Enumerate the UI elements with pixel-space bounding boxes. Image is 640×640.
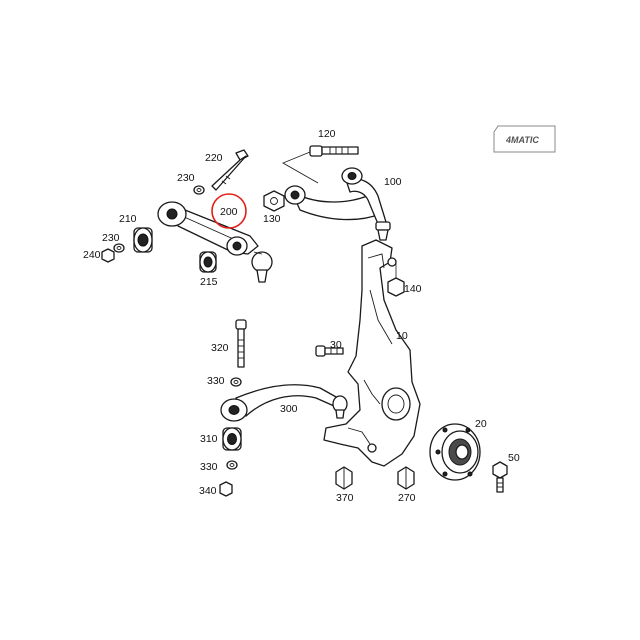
callout-140: 140 [404, 283, 422, 295]
part-330-washer-upper [230, 377, 242, 387]
part-270-nut [397, 466, 415, 490]
callout-50: 50 [508, 452, 520, 464]
callout-310: 310 [200, 433, 218, 445]
callout-330-lower: 330 [200, 461, 218, 473]
part-130-nut [263, 190, 285, 212]
callout-200: 200 [220, 206, 238, 218]
part-220-bolt [211, 149, 249, 191]
callout-215: 215 [200, 276, 218, 288]
part-140-nut [387, 277, 405, 297]
callout-270: 270 [398, 492, 416, 504]
callout-210: 210 [119, 213, 137, 225]
leader-120 [282, 151, 319, 184]
part-20-wheel-hub [429, 423, 481, 481]
callout-340: 340 [199, 485, 217, 497]
callout-240: 240 [83, 249, 101, 261]
callout-330-upper: 330 [207, 375, 225, 387]
part-330-washer-lower [226, 460, 238, 470]
part-240-nut [101, 248, 115, 263]
part-340-nut [219, 481, 233, 497]
callout-320: 320 [211, 342, 229, 354]
highlight-circle [211, 193, 247, 229]
callout-120: 120 [318, 128, 336, 140]
callout-230-left: 230 [102, 232, 120, 244]
callout-220: 220 [205, 152, 223, 164]
callout-300: 300 [280, 403, 298, 415]
callout-230-upper: 230 [177, 172, 195, 184]
part-30-bolt [315, 345, 344, 357]
part-215-bushing [199, 251, 217, 273]
part-370-nut [335, 466, 353, 490]
part-230-washer-left [113, 243, 125, 253]
part-200-control-arm [157, 201, 273, 283]
part-300-lower-arm [220, 384, 348, 422]
callout-100: 100 [384, 176, 402, 188]
part-310-bushing [222, 427, 242, 451]
part-10-steering-knuckle [323, 239, 421, 467]
part-230-washer-upper [193, 185, 205, 195]
callout-130: 130 [263, 213, 281, 225]
part-320-bolt [235, 319, 247, 368]
part-120-bolt [309, 145, 359, 157]
callout-20: 20 [475, 418, 487, 430]
part-50-bolt [492, 461, 508, 493]
4matic-label: 4MATIC [505, 135, 539, 145]
callout-30: 30 [330, 339, 342, 351]
callout-370: 370 [336, 492, 354, 504]
part-100-upper-arm [284, 167, 391, 241]
part-210-bushing [133, 227, 153, 253]
callout-10: 10 [396, 330, 408, 342]
4matic-badge: 4MATIC [493, 125, 556, 153]
